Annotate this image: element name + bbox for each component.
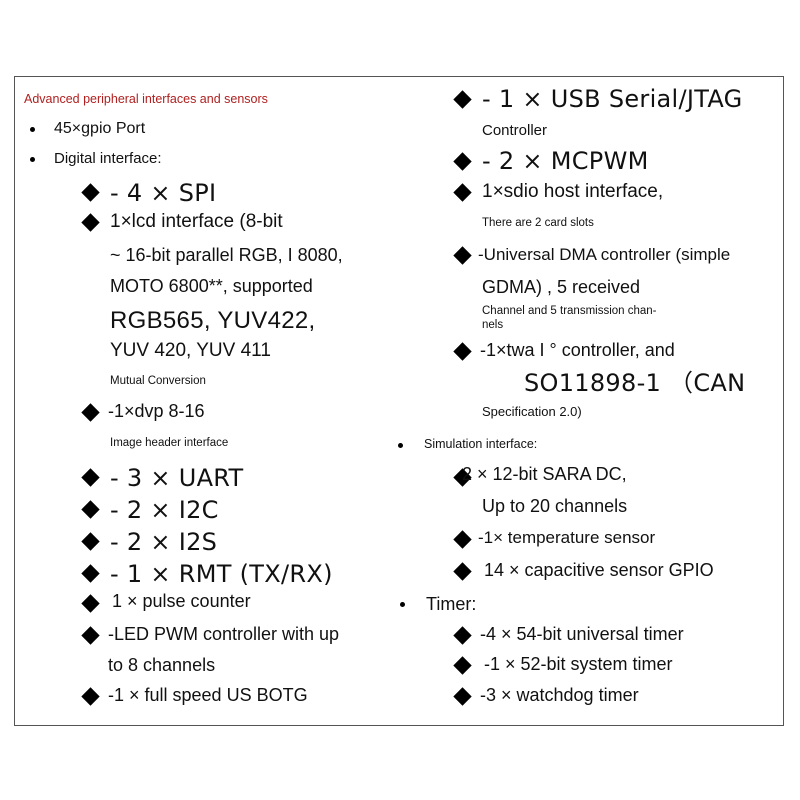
usb-otg-text: -1 × full speed US BOTG: [108, 685, 308, 705]
twai-text-1: -1×twa I ° controller, and: [480, 340, 675, 360]
dma-text-2: GDMA) , 5 received: [482, 277, 641, 297]
dma-text-1: -Universal DMA controller (simple: [478, 245, 731, 264]
universal-timer-text: -4 × 54-bit universal timer: [480, 624, 684, 644]
section-heading: Advanced peripheral interfaces and senso…: [24, 92, 268, 106]
rmt-text: - 1 × RMT (TX/RX): [110, 560, 333, 588]
spi-text: - 4 × SPI: [110, 179, 217, 207]
lcd-text-5: YUV 420, YUV 411: [110, 340, 271, 361]
digital-interface-text: Digital interface:: [54, 150, 162, 167]
bullet-dot: [30, 157, 35, 162]
temperature-sensor-text: -1× temperature sensor: [478, 528, 656, 547]
dma-text-4: nels: [482, 319, 504, 331]
led-pwm-text-2: to 8 channels: [108, 655, 216, 675]
adc-text-2: Up to 20 channels: [482, 496, 628, 516]
usb-jtag-text-2: Controller: [482, 122, 548, 139]
sdio-text-1: 1×sdio host interface,: [482, 181, 664, 202]
lcd-text-3: MOTO 6800**, supported: [110, 276, 313, 296]
lcd-text-4: RGB565, YUV422,: [110, 307, 316, 334]
touch-sensor-text: 14 × capacitive sensor GPIO: [484, 560, 714, 580]
dvp-text-1: -1×dvp 8-16: [108, 401, 205, 421]
led-pwm-text-1: -LED PWM controller with up: [108, 624, 340, 644]
content-frame: [14, 76, 784, 726]
lcd-text-6: Mutual Conversion: [110, 375, 206, 387]
lcd-text-1: 1×lcd interface (8-bit: [110, 211, 283, 232]
twai-text-3: Specification 2.0): [482, 404, 582, 419]
uart-text: - 3 × UART: [110, 464, 244, 492]
timer-heading: Timer:: [426, 594, 477, 614]
mcpwm-text: - 2 × MCPWM: [482, 147, 649, 175]
sdio-text-2: There are 2 card slots: [482, 217, 594, 229]
bullet-dot: [398, 443, 403, 448]
dma-text-3: Channel and 5 transmission chan-: [482, 305, 657, 317]
bullet-dot: [400, 602, 405, 607]
system-timer-text: -1 × 52-bit system timer: [484, 654, 673, 674]
lcd-text-2: ~ 16-bit parallel RGB, I 8080,: [110, 245, 343, 265]
i2s-text: - 2 × I2S: [110, 528, 218, 556]
dvp-text-2: Image header interface: [110, 437, 229, 449]
gpio-text: 45×gpio Port: [54, 120, 146, 137]
i2c-text: - 2 × I2C: [110, 496, 219, 524]
adc-text-1: 2 × 12-bit SARA DC,: [462, 464, 627, 484]
pulse-counter-text: 1 × pulse counter: [112, 591, 251, 611]
bullet-dot: [30, 127, 35, 132]
twai-text-2: SO11898-1 （CAN: [524, 369, 746, 397]
simulation-interface-text: Simulation interface:: [424, 437, 538, 451]
usb-jtag-text-1: - 1 × USB Serial/JTAG: [482, 85, 743, 113]
watchdog-timer-text: -3 × watchdog timer: [480, 685, 639, 705]
